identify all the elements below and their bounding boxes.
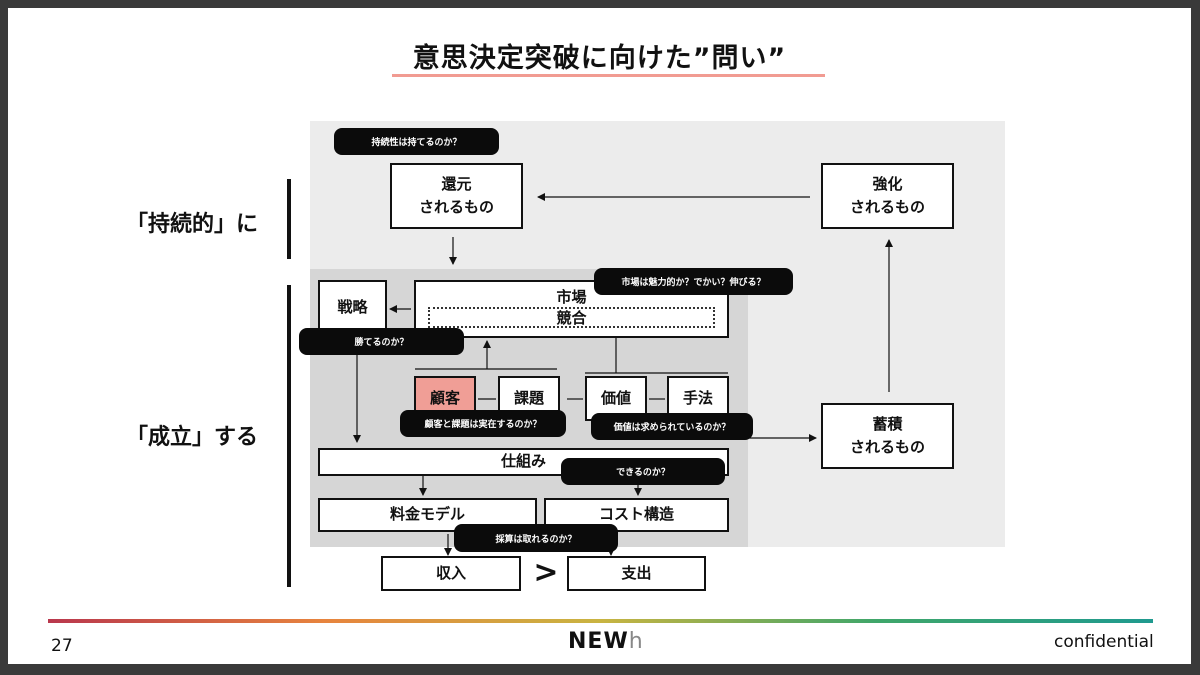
accumulate-box-line2: されるもの — [849, 438, 925, 456]
strengthen-box: 強化されるもの — [821, 163, 954, 229]
greater-than-symbol: > — [533, 555, 559, 590]
logo-main: NEW — [568, 629, 629, 654]
strengthen-box-line1: 強化 — [872, 174, 903, 193]
return-box: 還元されるもの — [390, 163, 523, 229]
question-customer-issue: 顧客と課題は実在するのか？ — [400, 410, 566, 437]
established-bracket — [287, 285, 291, 587]
return-box-line1: 還元 — [441, 174, 472, 193]
accumulate-box: 蓄積されるもの — [821, 403, 954, 469]
confidential-label: confidential — [1054, 632, 1154, 652]
expense-box: 支出 — [567, 556, 706, 591]
strategy-box: 戦略 — [318, 280, 387, 336]
question-market: 市場は魅力的か？でかい？伸びる？ — [594, 268, 793, 295]
question-win: 勝てるのか？ — [299, 328, 464, 355]
sustainable-bracket — [287, 179, 291, 259]
competition-box: 競合 — [428, 307, 715, 328]
revenue-box: 収入 — [381, 556, 521, 591]
question-profit: 採算は取れるのか？ — [454, 524, 618, 552]
strengthen-box-line2: されるもの — [849, 198, 925, 216]
footer-gradient-line — [48, 619, 1153, 623]
side-label-sustainable: 「持続的」に — [126, 212, 259, 237]
market-label: 市場 — [556, 288, 587, 306]
logo-sub: h — [628, 629, 644, 654]
question-value: 価値は求められているのか？ — [591, 413, 753, 440]
return-box-line2: されるもの — [418, 198, 494, 216]
page-number: 27 — [51, 636, 73, 656]
page-title: 意思決定突破に向けた”問い” — [412, 43, 787, 74]
accumulate-box-line1: 蓄積 — [872, 414, 903, 433]
side-label-established: 「成立」する — [126, 425, 259, 450]
question-can-do: できるのか？ — [561, 458, 725, 485]
slide: 意思決定突破に向けた”問い” 「持続的」に 「成立」する — [8, 8, 1191, 664]
title-underline — [392, 74, 825, 77]
question-sustainability: 持続性は持てるのか？ — [334, 128, 499, 155]
brand-logo: NEWh — [568, 629, 644, 654]
